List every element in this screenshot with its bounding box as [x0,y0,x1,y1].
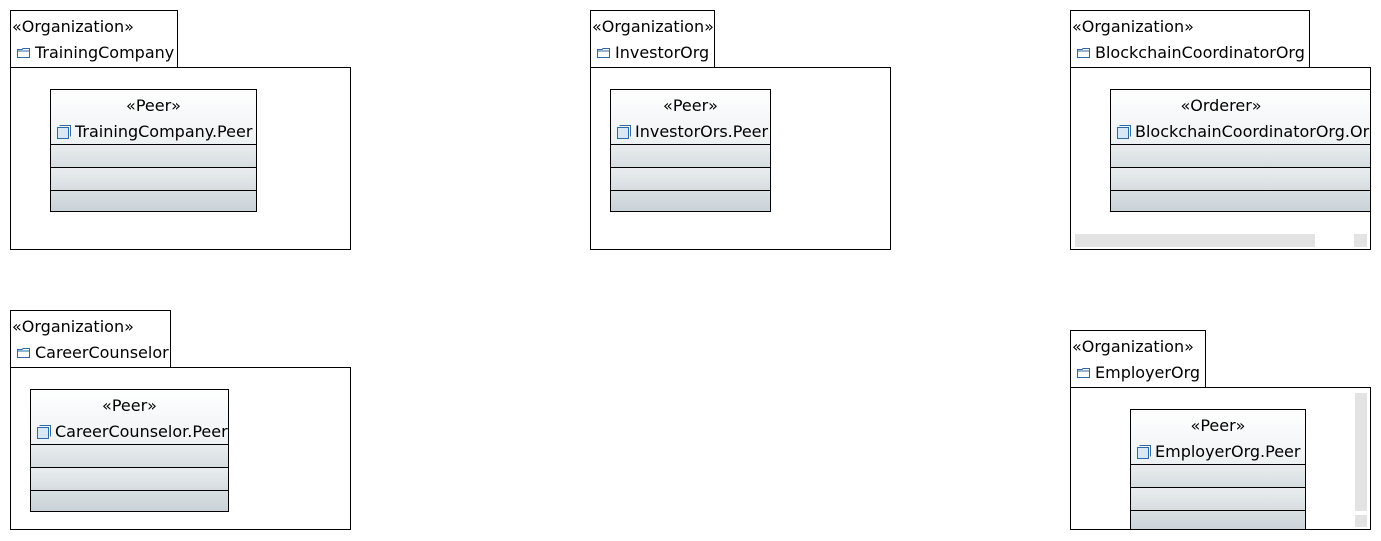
extra-compartment[interactable] [611,191,770,211]
operations-compartment[interactable] [1111,168,1370,191]
package-stereotype: «Organization» [12,17,134,36]
orderer-element[interactable]: «Orderer» BlockchainCoordinatorOrg.Or [1110,89,1370,212]
attributes-compartment[interactable] [1131,465,1305,488]
element-header: «Peer» CareerCounselor.Peer [31,390,228,445]
package-stereotype: «Organization» [1072,337,1194,356]
operations-compartment[interactable] [31,468,228,491]
folder-icon [1077,48,1090,58]
package-body[interactable]: «Orderer» BlockchainCoordinatorOrg.Or [1070,67,1371,250]
element-header: «Peer» InvestorOrs.Peer [611,90,770,145]
package-name: TrainingCompany [17,43,174,63]
package-stereotype: «Organization» [592,17,714,36]
extra-compartment[interactable] [51,191,256,211]
element-name: InvestorOrs.Peer [617,122,768,142]
package-name: CareerCounselor [17,343,169,363]
element-stereotype: «Peer» [1190,416,1246,435]
package-tab[interactable]: «Organization» InvestorOrg [590,10,715,68]
operations-compartment[interactable] [1131,488,1305,511]
package-body[interactable]: «Peer» CareerCounselor.Peer [10,367,351,530]
class-icon [57,125,71,139]
package-tab[interactable]: «Organization» EmployerOrg [1070,330,1206,388]
scrollbar-corner [1354,234,1367,247]
element-name: CareerCounselor.Peer [37,422,228,442]
operations-compartment[interactable] [51,168,256,191]
attributes-compartment[interactable] [31,445,228,468]
element-name: EmployerOrg.Peer [1137,442,1300,462]
element-name: BlockchainCoordinatorOrg.Or [1117,122,1369,142]
peer-element[interactable]: «Peer» InvestorOrs.Peer [610,89,771,212]
package-tab[interactable]: «Organization» BlockchainCoordinatorOrg [1070,10,1310,68]
class-icon [1137,445,1151,459]
extra-compartment[interactable] [31,491,228,511]
element-header: «Peer» EmployerOrg.Peer [1131,410,1305,465]
folder-icon [1077,368,1090,378]
element-stereotype: «Peer» [663,96,718,115]
package-body[interactable]: «Peer» InvestorOrs.Peer [590,67,891,250]
element-stereotype: «Peer» [102,396,157,415]
package-name: BlockchainCoordinatorOrg [1077,43,1305,63]
element-header: «Orderer» BlockchainCoordinatorOrg.Or [1111,90,1370,145]
vertical-scrollbar[interactable] [1355,393,1367,511]
package-stereotype: «Organization» [12,317,134,336]
package-body[interactable]: «Peer» TrainingCompany.Peer [10,67,351,250]
folder-icon [597,48,610,58]
horizontal-scrollbar[interactable] [1075,234,1315,247]
element-stereotype: «Orderer» [1180,96,1262,115]
package-body[interactable]: «Peer» EmployerOrg.Peer [1070,387,1371,530]
extra-compartment[interactable] [1131,511,1305,529]
package-tab[interactable]: «Organization» CareerCounselor [10,310,171,368]
peer-element[interactable]: «Peer» CareerCounselor.Peer [30,389,229,512]
attributes-compartment[interactable] [611,145,770,168]
peer-element[interactable]: «Peer» TrainingCompany.Peer [50,89,257,212]
class-icon [37,425,51,439]
package-name: InvestorOrg [597,43,709,63]
folder-icon [17,348,30,358]
element-stereotype: «Peer» [126,96,181,115]
element-name: TrainingCompany.Peer [57,122,252,142]
package-stereotype: «Organization» [1072,17,1194,36]
class-icon [617,125,631,139]
scrollbar-corner [1355,515,1367,527]
peer-element[interactable]: «Peer» EmployerOrg.Peer [1130,409,1306,529]
package-tab[interactable]: «Organization» TrainingCompany [10,10,178,68]
operations-compartment[interactable] [611,168,770,191]
extra-compartment[interactable] [1111,191,1370,211]
package-name: EmployerOrg [1077,363,1200,383]
folder-icon [17,48,30,58]
element-header: «Peer» TrainingCompany.Peer [51,90,256,145]
attributes-compartment[interactable] [1111,145,1370,168]
class-icon [1117,125,1131,139]
attributes-compartment[interactable] [51,145,256,168]
